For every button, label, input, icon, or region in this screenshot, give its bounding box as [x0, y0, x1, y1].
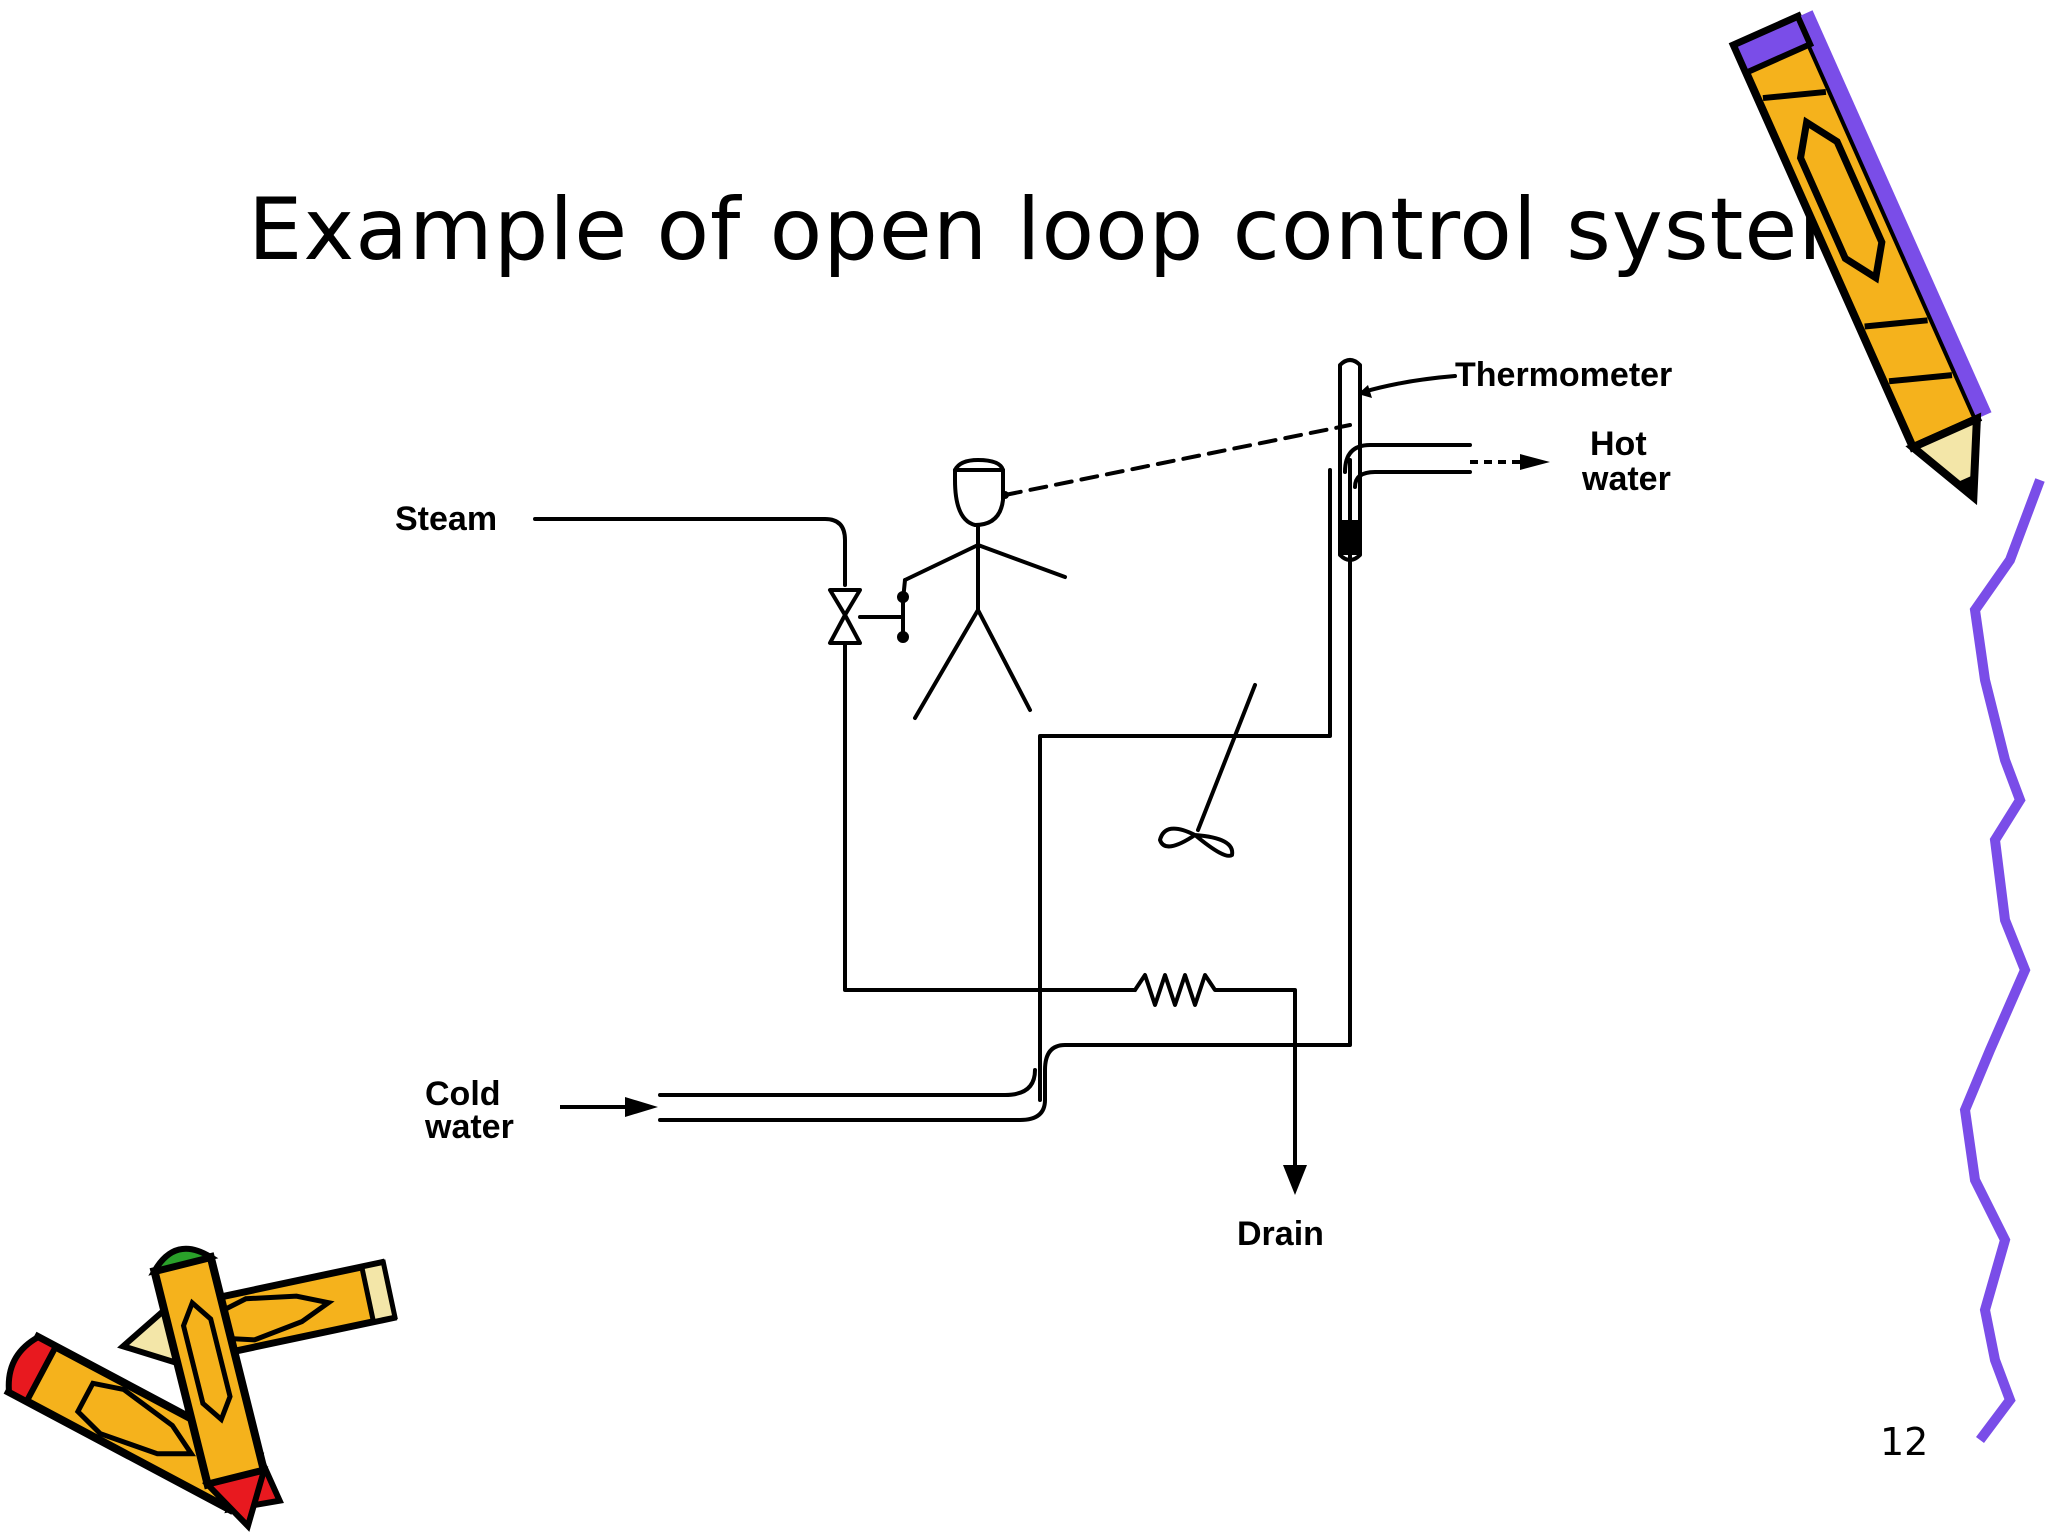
- cold-water-label-line1: Cold: [425, 1075, 501, 1113]
- pencil-icon-bottom-vertical: [148, 1245, 269, 1532]
- tank-wall: [1038, 468, 1332, 1102]
- drain-label: Drain: [1237, 1215, 1324, 1253]
- steam-coil-pipe: [843, 643, 1137, 992]
- tank-right-wall: [658, 458, 1352, 1122]
- slide-title: Example of open loop control system: [248, 180, 1884, 280]
- slide-number: 12: [1880, 1420, 1929, 1464]
- stirrer-shaft: [1196, 683, 1257, 832]
- stirrer-blade: [1158, 826, 1235, 858]
- hot-water-label-line2: water: [1581, 460, 1671, 498]
- drain-arrowhead: [1283, 1165, 1307, 1195]
- heating-coil: [1133, 973, 1297, 1172]
- operator-head: [953, 468, 1005, 527]
- cold-water-label-line2: water: [424, 1108, 514, 1146]
- thermometer-arrowhead: [1358, 385, 1372, 398]
- hot-water-pipe: [1343, 443, 1472, 489]
- cold-water-pipe: [658, 1068, 1037, 1097]
- steam-label: Steam: [395, 500, 497, 538]
- thermometer-label: Thermometer: [1455, 356, 1672, 394]
- thermometer-bulb: [1342, 520, 1358, 555]
- purple-squiggle-decoration: [1959, 478, 2045, 1443]
- operator-sight-line: [1003, 423, 1352, 497]
- hot-water-arrowhead: [1520, 454, 1550, 470]
- thermometer-pointer: [1361, 374, 1457, 394]
- operator-cap: [953, 458, 1005, 472]
- steam-valve: [828, 588, 862, 645]
- hot-water-label-line1: Hot: [1590, 425, 1647, 463]
- cold-water-arrowhead: [625, 1097, 658, 1117]
- operator-body: [903, 525, 1067, 720]
- steam-pipe: [533, 517, 847, 587]
- valve-handle: [858, 595, 905, 639]
- pencil-icon-top-right: [1728, 10, 1992, 506]
- thermometer-tube: [1338, 358, 1362, 562]
